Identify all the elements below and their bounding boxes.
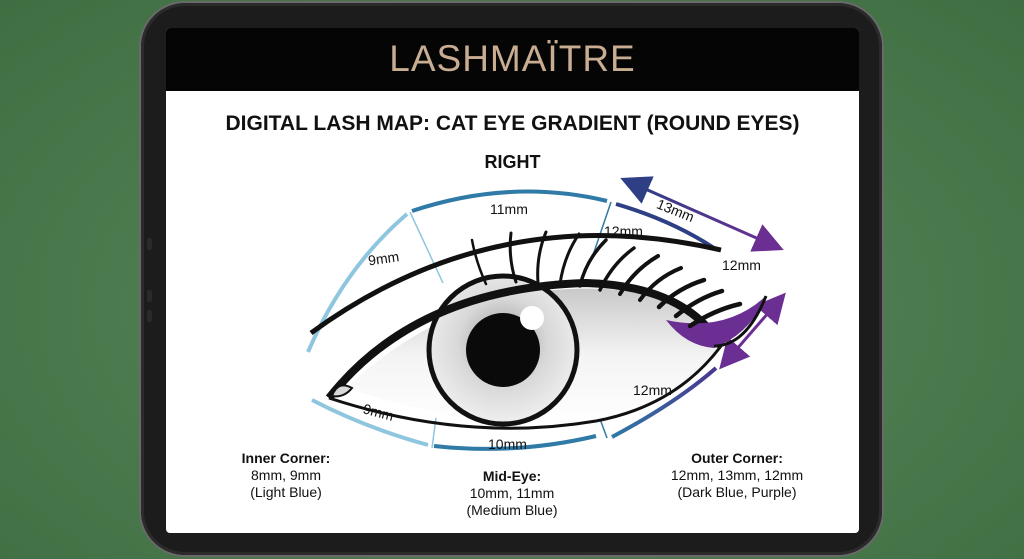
label-lower-mid: 10mm [488, 436, 527, 452]
eyeliner-wing [666, 296, 766, 348]
zone-caption-mid: Mid-Eye: 10mm, 11mm (Medium Blue) [442, 468, 582, 519]
divider-inner [409, 211, 444, 284]
lash-5 [598, 246, 636, 292]
label-upper-mid-outer: 12mm [604, 223, 643, 239]
label-upper-mid: 11mm [490, 201, 528, 217]
eye-crease-line [309, 233, 722, 336]
page-title: DIGITAL LASH MAP: CAT EYE GRADIENT (ROUN… [225, 112, 800, 135]
lash-7 [638, 266, 683, 302]
zone-title: Outer Corner: [691, 450, 783, 466]
zone-caption-outer: Outer Corner: 12mm, 13mm, 12mm (Dark Blu… [642, 450, 832, 501]
eye-pupil [466, 313, 540, 387]
eye-outer-corner-lid [713, 295, 768, 348]
volume-down-button [147, 290, 152, 302]
brand-header: LASHMAÏTRE [166, 28, 859, 91]
lash-6 [618, 254, 660, 296]
lash-map-diagram: 9mm 11mm 12mm 13mm 12mm 9mm 10mm 12mm [306, 176, 786, 452]
lash-1 [508, 231, 518, 284]
zone-title: Mid-Eye: [482, 468, 542, 484]
lower-lash-zones [311, 366, 718, 451]
zone-colors: (Light Blue) [250, 484, 322, 500]
eye-highlight [520, 306, 544, 330]
volume-up-button [147, 238, 152, 250]
label-lower-outer: 12mm [633, 382, 672, 398]
zone-title: Inner Corner: [241, 450, 331, 466]
double-arrow-icon [719, 292, 786, 370]
eye-icon [309, 233, 768, 430]
upper-lashes [470, 230, 743, 329]
tablet-screen: LASHMAÏTRE DIGITAL LASH MAP: CAT EYE GRA… [166, 28, 859, 533]
lower-mid-zone-arc [433, 434, 597, 451]
label-upper-outer-corner: 12mm [722, 257, 761, 273]
lash-2 [536, 230, 548, 285]
zone-lengths: 10mm, 11mm [469, 485, 555, 501]
lash-3 [558, 232, 581, 286]
zone-caption-inner: Inner Corner: 8mm, 9mm (Light Blue) [216, 450, 356, 501]
double-arrow-icon [620, 176, 784, 252]
lower-outer-zone-arc [611, 366, 718, 439]
lash-11 [470, 238, 488, 286]
upper-inner-zone-arc [306, 212, 409, 353]
lash-8 [656, 277, 707, 310]
tear-duct [330, 384, 354, 398]
lash-9 [673, 288, 725, 319]
zone-lengths: 12mm, 13mm, 12mm [670, 467, 804, 483]
lower-inner-zone-arc [311, 398, 429, 447]
zone-lengths: 8mm, 9mm [251, 467, 321, 483]
zone-colors: (Medium Blue) [466, 502, 558, 518]
brand-logo: LASHMAÏTRE [389, 38, 636, 79]
eye-side-label: RIGHT [484, 152, 541, 172]
lash-4 [578, 238, 608, 288]
upper-mid-zone-arc [411, 189, 608, 213]
zone-colors: (Dark Blue, Purple) [677, 484, 797, 500]
eye-lower-lid [328, 345, 723, 430]
lash-10 [687, 301, 743, 329]
power-button [147, 310, 152, 322]
label-lower-inner: 9mm [361, 400, 395, 424]
label-upper-inner: 9mm [367, 248, 400, 268]
